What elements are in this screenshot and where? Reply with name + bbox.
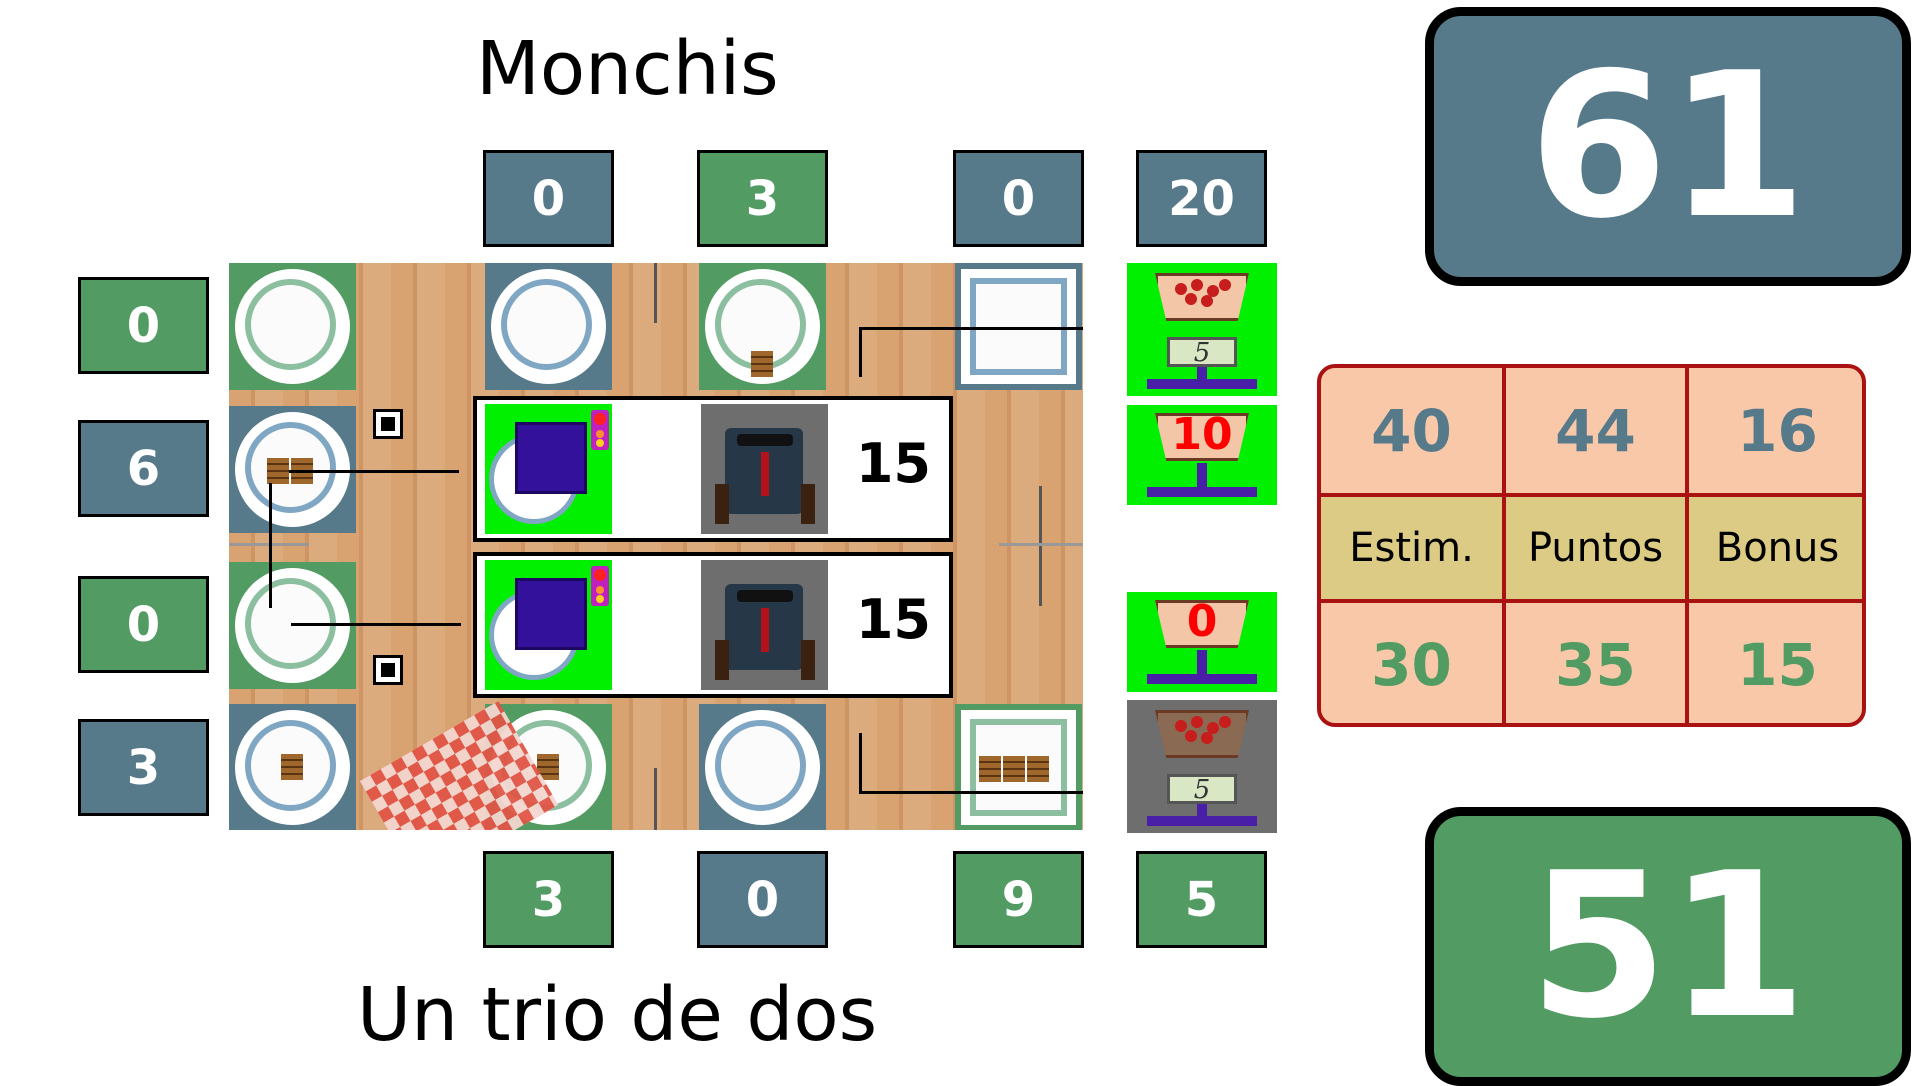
board-tile xyxy=(229,406,356,533)
position-marker xyxy=(373,409,403,439)
bottom-count-3: 9 xyxy=(953,851,1084,948)
stat-bottom-points: 35 xyxy=(1555,631,1636,699)
wall xyxy=(654,263,657,323)
left-count-1: 0 xyxy=(78,277,209,374)
board-tile xyxy=(955,263,1082,390)
scale-full-icon: 5 xyxy=(1127,263,1277,396)
scale-weight-icon: 0 xyxy=(1127,592,1277,692)
scale-full-icon: 5 xyxy=(1127,700,1277,833)
top-count-2: 3 xyxy=(697,150,828,247)
left-count-3: 0 xyxy=(78,576,209,673)
team-score-bottom: 51 xyxy=(1425,807,1911,1086)
left-count-2: 6 xyxy=(78,420,209,517)
bottom-count-4: 5 xyxy=(1136,851,1267,948)
path-line xyxy=(289,470,459,473)
board-tile xyxy=(229,263,356,390)
left-count-4: 3 xyxy=(78,719,209,816)
team-name-top: Monchis xyxy=(476,26,779,112)
stat-label-estimate: Estim. xyxy=(1349,525,1474,571)
path-line xyxy=(291,623,461,626)
wall xyxy=(999,543,1083,546)
board-tile xyxy=(229,704,356,830)
bottom-count-2: 0 xyxy=(697,851,828,948)
stat-top-points: 44 xyxy=(1555,396,1636,465)
stat-bottom-bonus: 15 xyxy=(1737,631,1818,699)
robot-suit-icon xyxy=(701,560,828,690)
wall xyxy=(1039,486,1042,606)
board-tile xyxy=(955,704,1082,830)
position-marker xyxy=(373,655,403,685)
path-line xyxy=(859,733,862,791)
stat-bottom-estimate: 30 xyxy=(1371,631,1452,699)
path-line xyxy=(859,327,1083,330)
board-tile xyxy=(485,263,612,390)
stat-label-bonus: Bonus xyxy=(1715,525,1840,571)
path-line xyxy=(859,327,862,377)
robot-green-icon xyxy=(485,404,612,534)
robot-row-2: 15 xyxy=(473,552,953,698)
team-score-top: 61 xyxy=(1425,7,1911,286)
stats-table: 40 44 16 Estim. Puntos Bonus 30 35 15 xyxy=(1317,364,1866,727)
board-tile xyxy=(699,263,826,390)
robot-suit-icon xyxy=(701,404,828,534)
stat-label-points: Puntos xyxy=(1527,525,1664,571)
robot-value: 15 xyxy=(855,588,931,651)
robot-value: 15 xyxy=(855,432,931,495)
bottom-count-1: 3 xyxy=(483,851,614,948)
top-count-3: 0 xyxy=(953,150,1084,247)
team-name-bottom: Un trio de dos xyxy=(357,972,878,1058)
top-count-1: 0 xyxy=(483,150,614,247)
path-line xyxy=(859,791,1083,794)
stat-top-bonus: 16 xyxy=(1737,396,1818,465)
top-count-4: 20 xyxy=(1136,150,1267,247)
game-board xyxy=(229,263,1083,830)
stat-top-estimate: 40 xyxy=(1371,396,1452,465)
path-line xyxy=(269,483,272,608)
robot-green-icon xyxy=(485,560,612,690)
robot-row-1: 15 xyxy=(473,396,953,542)
board-tile xyxy=(699,704,826,830)
wall xyxy=(654,768,657,830)
scale-weight-icon: 10 xyxy=(1127,405,1277,505)
